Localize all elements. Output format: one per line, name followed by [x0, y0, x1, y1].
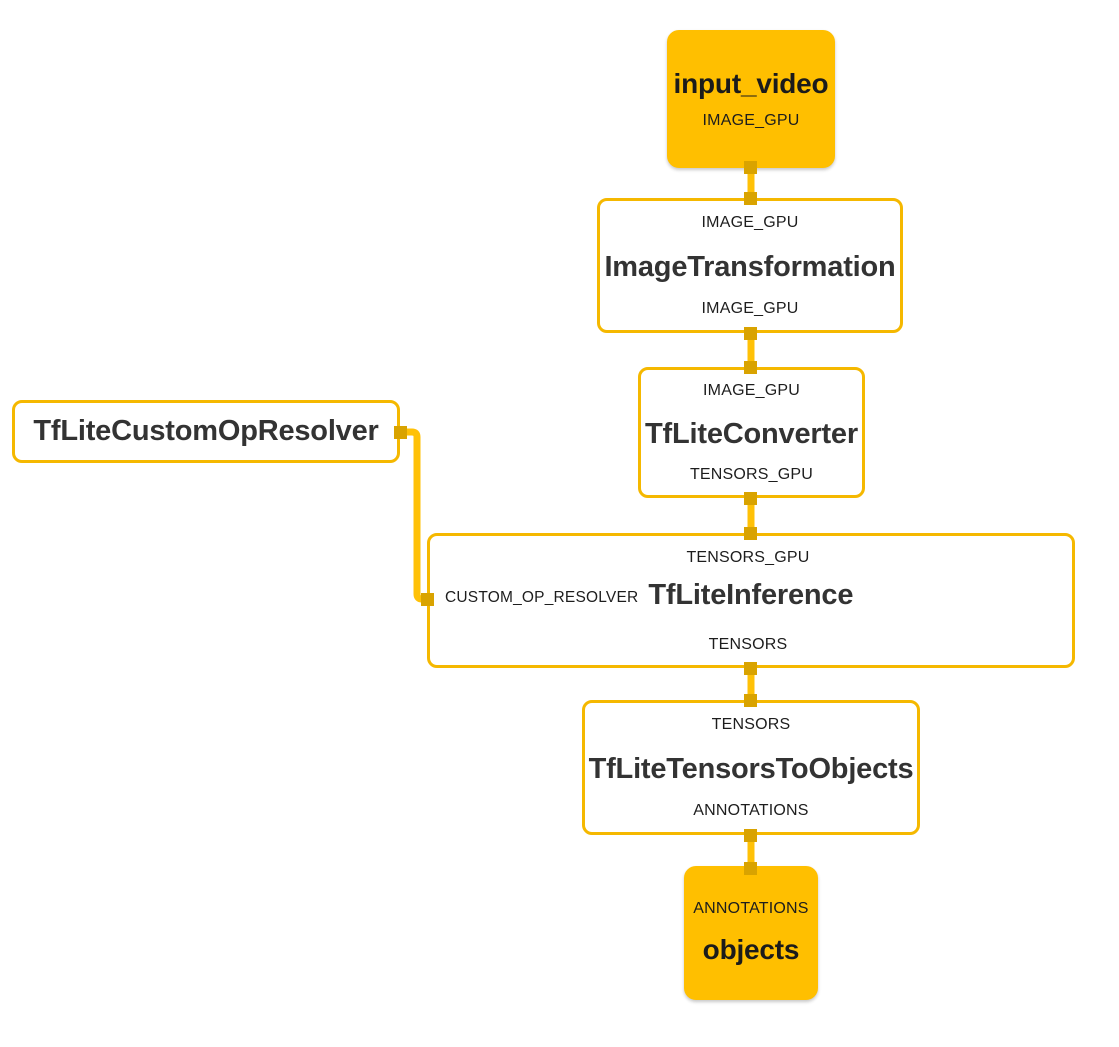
output-port-label: IMAGE_GPU — [702, 111, 800, 129]
node-title-slot: ImageTransformation — [600, 245, 900, 289]
side-input-port-label: CUSTOM_OP_RESOLVER — [445, 589, 639, 607]
port-tflite-converter-in — [744, 361, 757, 374]
node-tflite-tensors-to-objects[interactable]: TENSORS TfLiteTensorsToObjects ANNOTATIO… — [582, 700, 920, 835]
node-input-slot: TENSORS_GPU — [430, 549, 1072, 567]
node-title: TfLiteInference — [648, 579, 854, 611]
node-title-slot: CUSTOM_OP_RESOLVER TfLiteInference — [445, 579, 854, 613]
port-input-video-out — [744, 161, 757, 174]
node-output-slot: ANNOTATIONS — [585, 791, 917, 832]
output-port-label: TENSORS_GPU — [689, 466, 814, 483]
port-image-transformation-out — [744, 327, 757, 340]
node-output-slot: TENSORS_GPU — [641, 455, 862, 495]
output-port-label: TENSORS — [708, 636, 788, 653]
node-title: TfLiteCustomOpResolver — [33, 415, 379, 448]
port-image-transformation-in — [744, 192, 757, 205]
node-title-slot: TfLiteConverter — [641, 413, 862, 456]
input-port-label: IMAGE_GPU — [703, 382, 800, 400]
port-tflite-tensors-to-objects-out — [744, 829, 757, 842]
port-tflite-custom-op-resolver-out — [394, 426, 407, 439]
port-objects-in — [744, 862, 757, 875]
output-port-label: IMAGE_GPU — [701, 300, 799, 318]
node-title: input_video — [673, 68, 829, 100]
node-input-slot: IMAGE_GPU — [641, 370, 862, 413]
input-port-label: TENSORS — [711, 715, 791, 733]
port-tflite-inference-in — [744, 527, 757, 540]
node-title: objects — [702, 934, 800, 966]
output-port-label: ANNOTATIONS — [693, 802, 809, 820]
node-input-slot: TENSORS — [585, 703, 917, 747]
port-tflite-inference-out — [744, 662, 757, 675]
node-input-video[interactable]: input_video IMAGE_GPU — [667, 30, 835, 168]
node-output-slot: TENSORS — [430, 636, 1072, 654]
node-tflite-custom-op-resolver[interactable]: TfLiteCustomOpResolver — [12, 400, 400, 463]
node-input-slot: IMAGE_GPU — [600, 201, 900, 245]
port-tflite-tensors-to-objects-in — [744, 694, 757, 707]
node-inner: TENSORS_GPU CUSTOM_OP_RESOLVER TfLiteInf… — [430, 536, 1072, 665]
node-title-slot: TfLiteTensorsToObjects — [585, 747, 917, 791]
port-tflite-inference-side-in — [421, 593, 434, 606]
port-tflite-converter-out — [744, 492, 757, 505]
node-title: ImageTransformation — [604, 250, 896, 283]
node-output-slot: IMAGE_GPU — [600, 289, 900, 330]
input-port-label: TENSORS_GPU — [686, 549, 810, 566]
input-port-label: IMAGE_GPU — [701, 213, 799, 231]
node-title: TfLiteTensorsToObjects — [588, 752, 914, 785]
node-title: TfLiteConverter — [645, 417, 858, 450]
node-objects[interactable]: ANNOTATIONS objects — [684, 866, 818, 1000]
node-image-transformation[interactable]: IMAGE_GPU ImageTransformation IMAGE_GPU — [597, 198, 903, 333]
input-port-label: ANNOTATIONS — [693, 900, 809, 918]
node-tflite-converter[interactable]: IMAGE_GPU TfLiteConverter TENSORS_GPU — [638, 367, 865, 498]
node-tflite-inference[interactable]: TENSORS_GPU CUSTOM_OP_RESOLVER TfLiteInf… — [427, 533, 1075, 668]
